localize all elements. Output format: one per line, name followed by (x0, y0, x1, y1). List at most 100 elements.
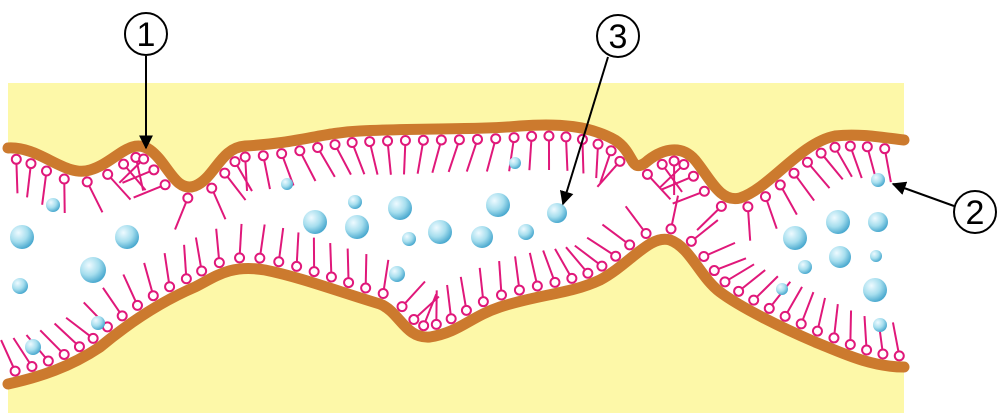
lipid-tail (366, 254, 367, 283)
lipid-head (361, 284, 370, 293)
lipid-head (846, 340, 855, 349)
lipid-head (497, 290, 506, 299)
lipid-head (717, 202, 726, 211)
lipid-head (679, 160, 688, 169)
lipid-head (720, 277, 729, 286)
lipid-head (165, 282, 174, 291)
lipid-head (479, 297, 488, 306)
lipid-head (625, 240, 634, 249)
lipid-head (781, 312, 790, 321)
lipid-head (230, 157, 239, 166)
lipid-head (44, 357, 53, 366)
lipid-head (149, 165, 158, 174)
lipid-head (689, 172, 698, 181)
lipid-head (313, 143, 322, 152)
lipid-head (119, 160, 128, 169)
lipid-head (829, 333, 838, 342)
droplet (868, 212, 888, 232)
lipid-tail (404, 145, 405, 174)
lipid-head (235, 253, 244, 262)
droplet (91, 316, 105, 330)
droplet (871, 173, 885, 187)
lipid-head (642, 229, 651, 238)
lipid-head (327, 273, 336, 282)
lipid-head (401, 136, 410, 145)
lipid-head (348, 138, 357, 147)
lipid-head (207, 184, 216, 193)
lipid-head (803, 158, 812, 167)
droplet (776, 283, 788, 295)
droplet (518, 224, 534, 240)
lipid-head (789, 169, 798, 178)
lipid-head (734, 287, 743, 296)
lipid-head (567, 274, 576, 283)
lipid-head (12, 155, 21, 164)
droplet (12, 278, 28, 294)
lipid-head (103, 170, 112, 179)
droplet (281, 178, 293, 190)
lipid-head (89, 334, 98, 343)
droplet (46, 198, 60, 212)
lipid-head (862, 346, 871, 355)
droplet (863, 278, 887, 302)
lipid-head (594, 140, 603, 149)
droplet (303, 210, 327, 234)
lipid-head (419, 136, 428, 145)
lipid-head (607, 146, 616, 155)
lipid-head (611, 252, 620, 261)
droplet (25, 339, 41, 355)
lipid-head (75, 342, 84, 351)
lipid-head (615, 157, 624, 166)
lipid-head (60, 350, 69, 359)
lipid-head (658, 160, 667, 169)
droplet (115, 225, 139, 249)
lipid-head (331, 140, 340, 149)
lipid-head (643, 170, 652, 179)
lipid-head (583, 269, 592, 278)
lipid-head (797, 319, 806, 328)
lipid-head (344, 278, 353, 287)
callout-2: 2 (893, 184, 996, 233)
droplet (389, 266, 405, 282)
lipid-head (743, 202, 752, 211)
lipid-head (597, 262, 606, 271)
lipid-head (379, 289, 388, 298)
droplet (870, 250, 882, 262)
lipid-head (670, 156, 679, 165)
lipid-head (139, 154, 148, 163)
droplet (826, 210, 850, 234)
lipid-head (895, 351, 904, 360)
droplet (10, 225, 34, 249)
lipid-head (365, 137, 374, 146)
lipid-head (813, 327, 822, 336)
lipid-head (292, 262, 301, 271)
lipid-head (462, 306, 471, 315)
lipid-head (432, 320, 441, 329)
lipid-head (409, 315, 418, 324)
droplet (471, 226, 493, 248)
droplet (829, 246, 851, 268)
lipid-head (220, 169, 229, 178)
droplet (345, 215, 369, 239)
lipid-head (26, 159, 35, 168)
lipid-head (527, 132, 536, 141)
lipid-head (533, 282, 542, 291)
lipid-head (544, 131, 553, 140)
lipid-head (846, 142, 855, 151)
lipid-head (241, 153, 250, 162)
lipid-head (830, 143, 839, 152)
lipid-head (455, 135, 464, 144)
lipid-head (667, 224, 676, 233)
lipid-tail (583, 144, 584, 173)
lipid-tail (850, 310, 851, 339)
lipid-head (310, 267, 319, 276)
callout-3-label: 3 (609, 18, 628, 56)
lipid-head (215, 258, 224, 267)
lipid-head (60, 174, 69, 183)
lipid-head (699, 252, 708, 261)
lipid-head (255, 254, 264, 263)
droplet (486, 193, 510, 217)
lipid-head (11, 367, 20, 376)
droplet (509, 157, 521, 169)
